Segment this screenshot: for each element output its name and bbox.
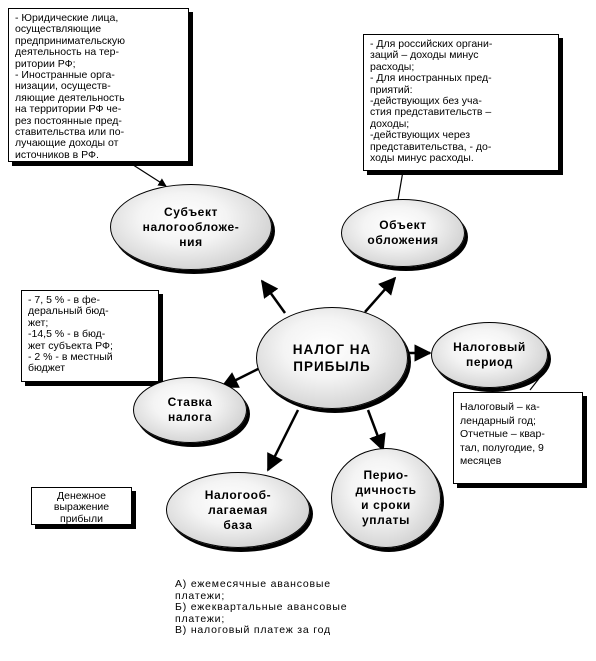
node-base-label: Налогооб- лагаемая база — [204, 487, 272, 532]
node-period-label: Налоговый период — [453, 340, 526, 369]
center-label: НАЛОГ НА ПРИБЫЛЬ — [292, 342, 372, 374]
callout-line-period — [529, 375, 542, 391]
arrow-to-payment — [366, 409, 386, 452]
node-base: Налогооб- лагаемая база — [166, 472, 310, 548]
node-center: НАЛОГ НА ПРИБЫЛЬ — [256, 307, 408, 409]
node-payment-label: Перио- дичность и сроки уплаты — [355, 468, 417, 527]
note-rate: - 7, 5 % - в фе- деральный бюд- жет; -14… — [21, 290, 159, 382]
note-subject: - Юридические лица, осуществляющие предп… — [8, 8, 189, 162]
arrow-to-subject — [260, 279, 287, 314]
callout-line-subject — [126, 160, 167, 187]
node-rate: Ставка налога — [133, 377, 247, 443]
node-subject-label: Субъект налогообложе- ния — [142, 204, 240, 249]
note-object-text: - Для российских органи- заций – доходы … — [370, 38, 493, 165]
arrow-to-rate — [220, 366, 261, 389]
callout-line-object — [397, 170, 404, 201]
node-rate-label: Ставка налога — [167, 395, 213, 424]
note-subject-text: - Юридические лица, осуществляющие предп… — [15, 12, 126, 161]
note-period: Налоговый – ка- лендарный год; Отчетные … — [453, 392, 583, 484]
arrow-to-object — [364, 276, 397, 313]
note-rate-text: - 7, 5 % - в фе- деральный бюд- жет; -14… — [28, 294, 113, 375]
note-base: Денежное выражение прибыли — [31, 487, 132, 525]
node-period: Налоговый период — [431, 322, 548, 388]
note-base-text: Денежное выражение прибыли — [53, 490, 110, 525]
node-object-label: Объект обложения — [367, 218, 439, 247]
node-payment: Перио- дичность и сроки уплаты — [331, 448, 441, 548]
node-object: Объект обложения — [341, 199, 465, 267]
payment-footnote: А) ежемесячные авансовые платежи; Б) еже… — [175, 578, 348, 636]
node-subject: Субъект налогообложе- ния — [110, 184, 272, 270]
note-period-text: Налоговый – ка- лендарный год; Отчетные … — [460, 401, 545, 467]
note-object: - Для российских органи- заций – доходы … — [363, 34, 559, 171]
arrow-to-base — [266, 409, 300, 472]
